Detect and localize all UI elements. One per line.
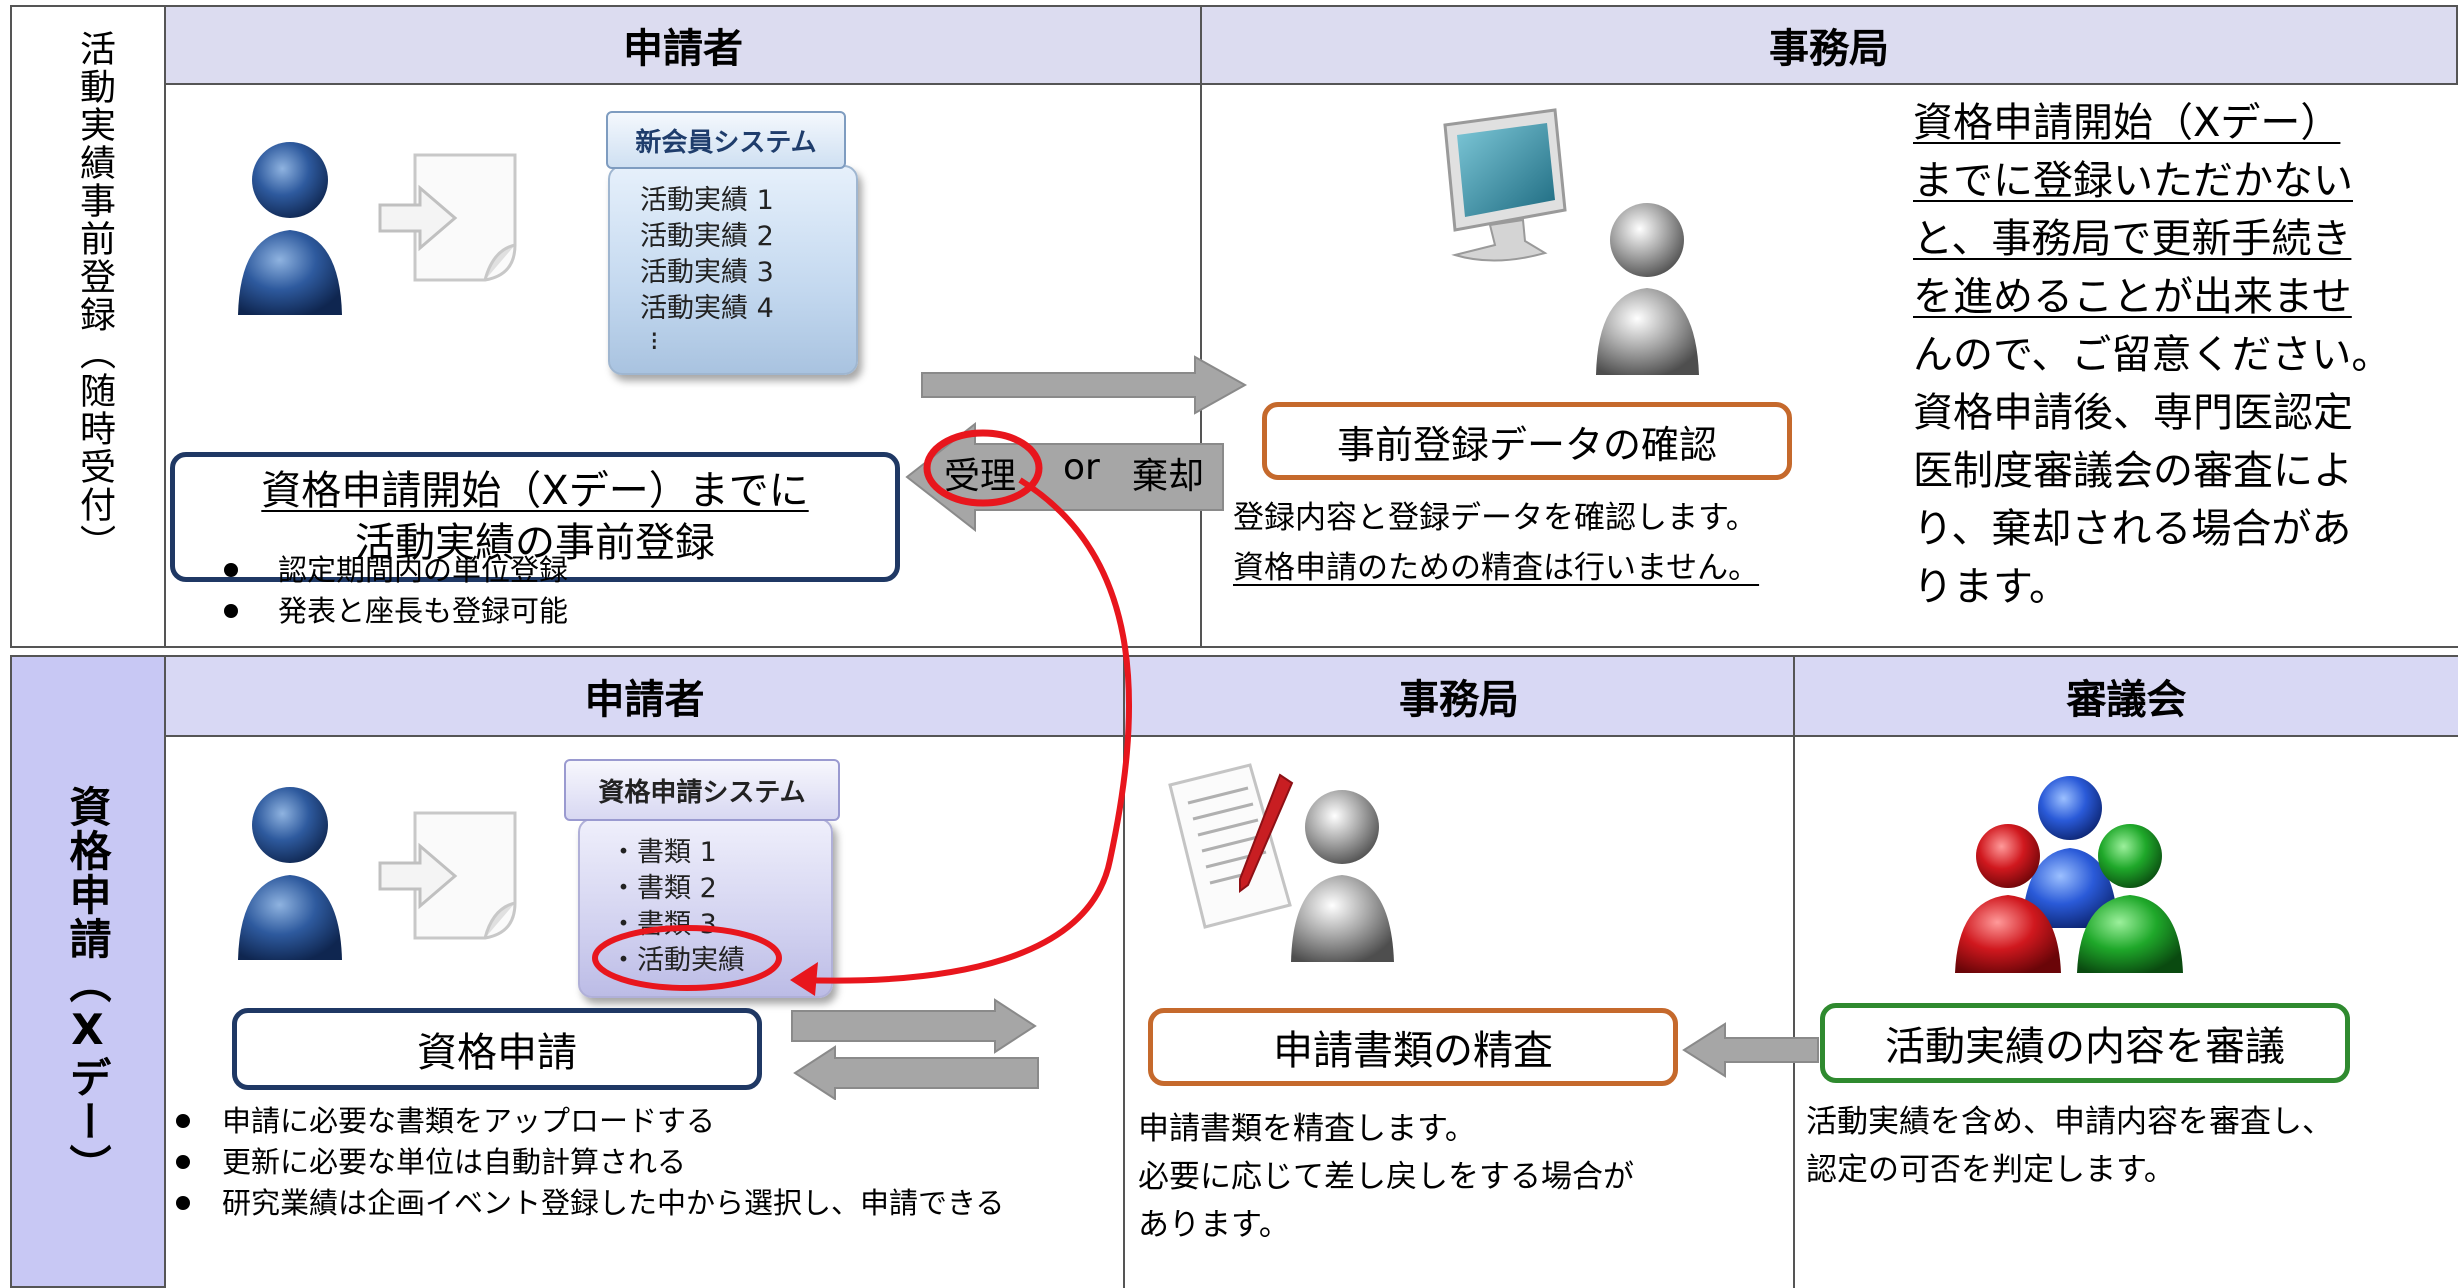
system-item: 活動実績 4: [640, 293, 774, 324]
office-review-line: 申請書類を精査します。: [1138, 1111, 1476, 1147]
section1-side-label: 活動実績事前登録（随時受付）: [74, 30, 115, 562]
section1-bullets: 認定期間内の単位登録 発表と座長も登録可能: [224, 550, 568, 632]
document-import-icon: [378, 153, 517, 282]
pre-registration-box: 資格申請開始（Xデー）までに 活動実績の事前登録: [170, 452, 900, 582]
user-icon: [238, 142, 342, 315]
office-review-text: 申請書類を精査します。 必要に応じて差し戻しをする場合が あります。: [1138, 1105, 1634, 1249]
system-item: ・書類 1: [610, 837, 717, 868]
exchange-arrows: [791, 998, 1039, 1100]
council-text: 活動実績を含め、申請内容を審査し、 認定の可否を判定します。: [1806, 1098, 2333, 1194]
section2-side-label: 資格申請（Xデー）: [63, 785, 112, 1188]
application-system-list: ・書類 1 ・書類 2 ・書類 3 ・活動実績: [610, 835, 745, 979]
submit-arrow: [921, 355, 1248, 415]
system-item: ・書類 3: [610, 909, 717, 940]
document-review-label: 申請書類の精査: [1273, 1028, 1553, 1074]
bullet-item: 更新に必要な単位は自動計算される: [170, 1142, 1004, 1183]
new-member-system-list: 活動実績 1 活動実績 2 活動実績 3 活動実績 4 ⁝: [640, 183, 774, 357]
activity-review-box: 活動実績の内容を審議: [1820, 1003, 2350, 1083]
new-member-system-box: [608, 165, 858, 375]
user-icon: [1596, 203, 1699, 375]
bullet-item: 認定期間内の単位登録: [224, 550, 568, 591]
office-text-line2: 資格申請のための精査は行いません。: [1233, 550, 1760, 586]
group-icon: [1955, 776, 2183, 973]
notice-line: 資格申請開始（Xデー）: [1913, 100, 2341, 146]
notice-line: 資格申請後、専門医認定: [1913, 390, 2353, 436]
notice-line: り、棄却される場合があ: [1913, 506, 2352, 552]
bullet-item: 申請に必要な書類をアップロードする: [170, 1101, 1004, 1142]
activity-review-label: 活動実績の内容を審議: [1885, 1024, 2285, 1070]
section2-council-header: 審議会: [1793, 655, 2458, 737]
notice-text: 資格申請開始（Xデー） までに登録いただかない と、事務局で更新手続き を進める…: [1913, 94, 2391, 616]
section2-bullets: 申請に必要な書類をアップロードする 更新に必要な単位は自動計算される 研究業績は…: [170, 1101, 1004, 1224]
accept-label: 受理: [944, 456, 1017, 497]
document-review-box: 申請書類の精査: [1148, 1008, 1678, 1086]
user-icon: [238, 787, 342, 960]
system-item: 活動実績 3: [640, 257, 774, 288]
new-member-system-title: 新会員システム: [606, 111, 846, 169]
section2-office-header: 事務局: [1123, 655, 1795, 737]
section1-side-panel: [10, 5, 166, 648]
system-item: 活動実績 1: [640, 185, 774, 216]
section2-applicant-header: 申請者: [164, 655, 1125, 737]
pre-registration-check-box: 事前登録データの確認: [1262, 402, 1792, 480]
office-text-line1: 登録内容と登録データを確認します。: [1233, 500, 1757, 536]
council-text-line: 活動実績を含め、申請内容を審査し、: [1806, 1104, 2333, 1140]
section1-office-header: 事務局: [1200, 5, 2458, 85]
pre-registration-line1: 資格申請開始（Xデー）までに: [261, 468, 809, 514]
pre-registration-line2: 活動実績の事前登録: [355, 520, 715, 566]
system-item: ・活動実績: [610, 945, 745, 976]
document-import-icon: [378, 811, 517, 940]
system-item: ・書類 2: [610, 873, 717, 904]
office-review-line: あります。: [1138, 1207, 1290, 1243]
notice-line: と、事務局で更新手続き: [1913, 216, 2352, 262]
office-review-line: 必要に応じて差し戻しをする場合が: [1138, 1159, 1634, 1195]
user-icon: [1291, 790, 1394, 962]
application-system-title: 資格申請システム: [564, 759, 840, 821]
section1-applicant-header: 申請者: [164, 5, 1202, 85]
council-text-line: 認定の可否を判定します。: [1806, 1152, 2175, 1188]
document-sign-icon: [1168, 763, 1294, 929]
bullet-item: 発表と座長も登録可能: [224, 591, 568, 632]
notice-line: んので、ご留意ください。: [1913, 332, 2392, 378]
pre-registration-check-label: 事前登録データの確認: [1336, 422, 1717, 467]
system-item: ⁝: [650, 326, 659, 357]
or-label: or: [1063, 447, 1100, 488]
reject-label: 棄却: [1132, 456, 1205, 497]
system-item: 活動実績 2: [640, 221, 774, 252]
notice-line: までに登録いただかない: [1913, 158, 2353, 204]
notice-line: 医制度審議会の審査によ: [1913, 448, 2353, 494]
computer-monitor-icon: [1443, 108, 1567, 262]
application-label: 資格申請: [417, 1030, 577, 1076]
bullet-item: 研究業績は企画イベント登録した中から選択し、申請できる: [170, 1183, 1004, 1224]
review-return-arrow: [1682, 1022, 1819, 1078]
notice-line: を進めることが出来ませ: [1913, 274, 2352, 320]
application-box: 資格申請: [232, 1008, 762, 1090]
notice-line: ります。: [1913, 564, 2069, 610]
